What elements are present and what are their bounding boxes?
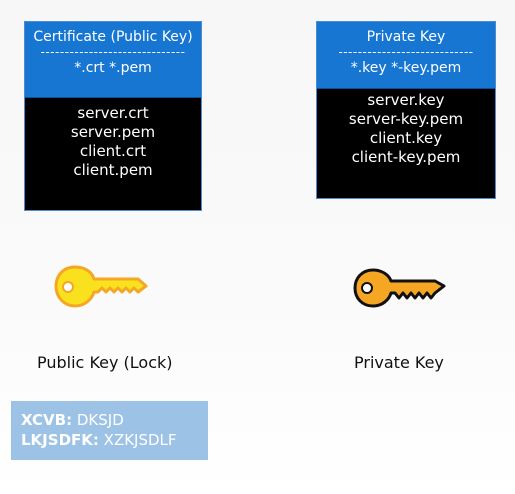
private-key-card-header: Private Key ----------------------------…: [317, 22, 495, 89]
private-key-file-list: server.key server-key.pem client.key cli…: [317, 89, 495, 198]
public-key-card-separator: ------------------------------: [40, 46, 186, 58]
private-key-icon: [353, 268, 446, 308]
private-key-card-separator: ----------------------------: [338, 46, 474, 58]
public-key-file: client.crt: [79, 142, 147, 160]
public-key-card: Certificate (Public Key) ---------------…: [24, 21, 202, 211]
public-key-card-extensions: *.crt *.pem: [74, 60, 152, 76]
public-key-file: server.crt: [77, 104, 149, 122]
private-key-file: client-key.pem: [351, 148, 461, 166]
info-note: XCVB: DKSJD LKJSDFK: XZKJSDLF: [11, 401, 208, 460]
private-key-caption: Private Key: [354, 353, 444, 372]
public-key-shape: [54, 265, 148, 308]
private-key-shape: [353, 268, 446, 308]
note-label: XCVB:: [21, 411, 73, 429]
private-key-card-extensions: *.key *-key.pem: [350, 60, 462, 76]
note-row: LKJSDFK: XZKJSDLF: [21, 430, 208, 450]
note-label: LKJSDFK:: [21, 431, 99, 449]
public-key-caption: Public Key (Lock): [37, 353, 173, 372]
private-key-file: server.key: [367, 91, 445, 109]
private-key-card-title: Private Key: [366, 29, 446, 45]
public-key-hole: [62, 281, 74, 293]
public-key-file: client.pem: [73, 161, 153, 179]
private-key-card: Private Key ----------------------------…: [316, 21, 496, 199]
private-key-hole: [361, 282, 373, 294]
public-key-icon: [54, 265, 148, 308]
private-key-file: client.key: [369, 129, 443, 147]
public-key-file: server.pem: [70, 123, 156, 141]
private-key-file: server-key.pem: [348, 110, 464, 128]
public-key-card-header: Certificate (Public Key) ---------------…: [25, 22, 201, 98]
note-value: XZKJSDLF: [103, 431, 177, 449]
note-row: XCVB: DKSJD: [21, 410, 208, 430]
public-key-file-list: server.crt server.pem client.crt client.…: [25, 98, 201, 210]
public-key-card-title: Certificate (Public Key): [33, 29, 193, 45]
note-value: DKSJD: [76, 411, 124, 429]
